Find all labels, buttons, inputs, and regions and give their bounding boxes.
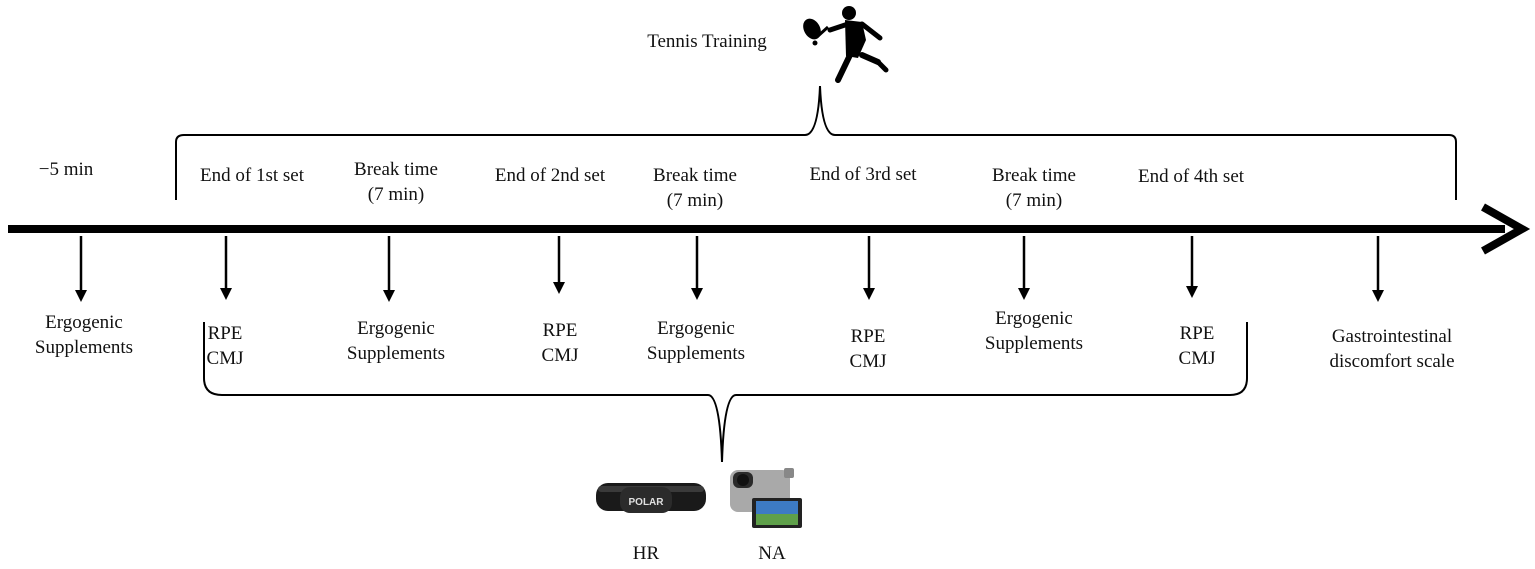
video-camera-icon: [730, 468, 802, 528]
measure-set3: RPE CMJ: [849, 326, 887, 372]
measure-break3: Ergogenic Supplements: [984, 308, 1084, 354]
arrow-set2: [553, 236, 565, 294]
arrow-set1: [220, 236, 232, 300]
na-label: NA: [758, 543, 786, 564]
timepoint-pre: −5 min: [38, 159, 94, 180]
measure-set4: RPE CMJ: [1178, 323, 1216, 369]
timepoint-break1: Break time (7 min): [354, 159, 438, 205]
timepoint-break3: Break time (7 min): [992, 165, 1076, 211]
timepoint-set4: End of 4th set: [1137, 166, 1245, 187]
monitoring-brace: [203, 322, 1248, 463]
timepoint-set2: End of 2nd set: [494, 165, 606, 186]
arrow-pre: [75, 236, 87, 302]
training-brace: [175, 85, 1457, 200]
arrow-break1: [383, 236, 395, 302]
tennis-player-icon: [803, 6, 889, 83]
arrow-break3: [1018, 236, 1030, 300]
arrow-post: [1372, 236, 1384, 302]
measure-post: Gastrointestinal discomfort scale: [1329, 326, 1455, 372]
heart-rate-strap-icon: POLAR: [596, 483, 706, 513]
hr-label: HR: [632, 543, 660, 564]
timepoint-set3: End of 3rd set: [809, 164, 917, 185]
arrow-break2: [691, 236, 703, 300]
measure-break2: Ergogenic Supplements: [646, 318, 746, 364]
timeline-arrowhead: [1481, 203, 1531, 255]
measure-set1: RPE CMJ: [206, 323, 244, 369]
training-label: Tennis Training: [647, 31, 767, 52]
arrow-set3: [863, 236, 875, 300]
svg-text:POLAR: POLAR: [629, 497, 665, 508]
measure-pre: Ergogenic Supplements: [34, 312, 134, 358]
measure-break1: Ergogenic Supplements: [346, 318, 446, 364]
timepoint-set1: End of 1st set: [200, 165, 304, 186]
arrow-set4: [1186, 236, 1198, 298]
timepoint-break2: Break time (7 min): [653, 165, 737, 211]
measure-set2: RPE CMJ: [541, 320, 579, 366]
